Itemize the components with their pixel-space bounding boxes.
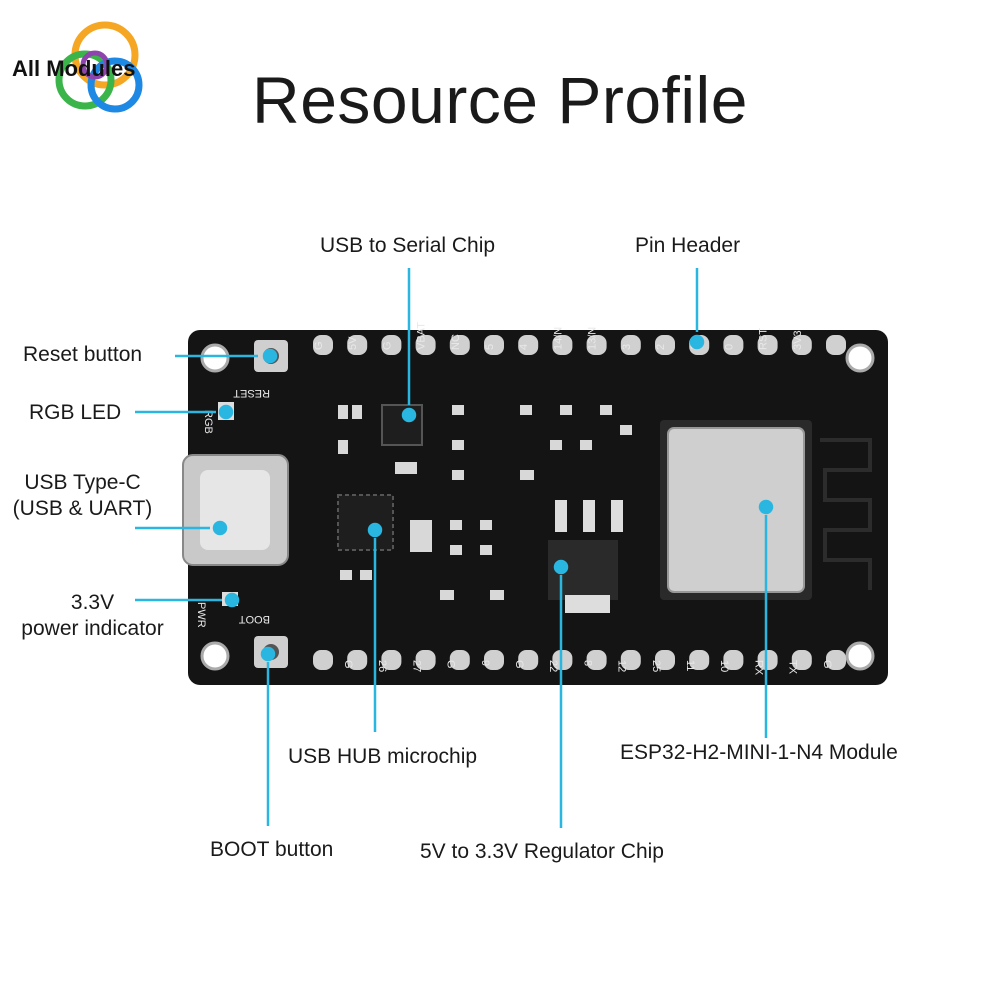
leader-dot-esp [758, 499, 774, 515]
label-usb-hub: USB HUB microchip [288, 745, 478, 768]
label-power-indicator: 3.3V power indicator [0, 590, 185, 642]
top-pin-label: 0 [723, 344, 735, 350]
bottom-pin-label: G [513, 660, 525, 669]
label-usb-serial: USB to Serial Chip [320, 234, 496, 257]
bottom-pin-label: G [821, 660, 833, 669]
top-pin-pad [518, 335, 539, 355]
label-reset-button: Reset button [23, 343, 143, 366]
bottom-pin-pad [484, 650, 504, 670]
top-pin-pad [791, 335, 812, 355]
silk-boot: BOOT [239, 613, 270, 625]
label-power-line2: power indicator [21, 617, 164, 640]
top-pin-label: VBAT [416, 322, 428, 350]
bottom-pin-pad [655, 650, 675, 670]
top-pin-pad [449, 335, 470, 355]
bottom-pin-label: 8 [581, 660, 593, 666]
top-pin-pad [415, 335, 436, 355]
top-pin-label: G [313, 341, 325, 350]
top-pin-pad [655, 335, 675, 355]
top-pin-pad [484, 335, 504, 355]
brand-logo [55, 21, 143, 113]
bottom-pin-label: G [445, 660, 457, 669]
bottom-pin-pad [518, 650, 539, 670]
label-power-line1: 3.3V [70, 591, 115, 614]
label-boot-button: BOOT button [210, 838, 334, 861]
logo-text: All Modules [12, 56, 136, 81]
bottom-pin-label: 27 [410, 660, 422, 672]
leader-dot-boot [260, 646, 276, 662]
bottom-pin-label: 10 [718, 660, 730, 672]
top-pin-pad [313, 335, 333, 355]
top-pin-label: RST [758, 328, 770, 350]
silk-reset: RESET [233, 387, 270, 399]
top-pin-label: 13/N [587, 327, 599, 350]
bottom-pin-pad [381, 650, 402, 670]
top-pin-label: NC [450, 334, 462, 350]
label-pin-header: Pin Header [635, 234, 741, 257]
bottom-pin-label: 22 [547, 660, 559, 672]
bottom-pin-pad [620, 650, 641, 670]
bottom-pin-pad [586, 650, 607, 670]
leader-dot-pin-header [689, 334, 705, 350]
label-regulator: 5V to 3.3V Regulator Chip [420, 840, 664, 863]
top-pin-label: 3V3 [792, 330, 804, 350]
top-pin-label: G [381, 341, 393, 350]
silk-pwr: PWR [195, 602, 207, 628]
top-pin-pad [620, 335, 641, 355]
leader-dot-rgb [218, 404, 234, 420]
top-pin-label: 5 [484, 344, 496, 350]
label-usb-typec-line2: (USB & UART) [12, 497, 153, 520]
bottom-pin-pad [791, 650, 812, 670]
label-rgb-led: RGB LED [29, 401, 122, 424]
top-pin-pad [757, 335, 778, 355]
top-pin-pad [826, 335, 846, 355]
top-pin-pad [723, 335, 744, 355]
bottom-pin-pad [552, 650, 573, 670]
esp-module-can [667, 427, 805, 593]
bottom-pin-label: G [342, 660, 354, 669]
top-pin-label: 2 [655, 344, 667, 350]
top-pin-label: 5V [347, 336, 359, 350]
silk-rgb: RGB [202, 410, 214, 434]
label-esp-module: ESP32-H2-MINI-1-N4 Module [620, 741, 898, 764]
top-pin-label: 3 [621, 344, 633, 350]
pcb-board: G 5V G VBAT NC 5 4 14/N 13/N 3 2 10 RST 3V3 G 26 27 G 9 G 2… [182, 322, 888, 685]
bottom-pin-pad [826, 650, 846, 670]
bottom-pin-pad [689, 650, 710, 670]
top-pin-pad [381, 335, 402, 355]
top-pin-label: 14/N [552, 327, 564, 350]
bottom-pin-label: 11 [684, 660, 696, 671]
leader-dot-hub [367, 522, 383, 538]
bottom-pin-pad [757, 650, 778, 670]
bottom-pin-label: 25 [650, 660, 662, 672]
bottom-pin-pad [347, 650, 368, 670]
label-usb-typec: USB Type-C (USB & UART) [5, 470, 160, 522]
leader-dot-usbc [212, 520, 228, 536]
bottom-pin-pad [313, 650, 333, 670]
bottom-pin-pad [449, 650, 470, 670]
bottom-pin-label: TX [787, 660, 799, 675]
top-pin-label: 4 [518, 344, 530, 350]
leader-dot-pwr [224, 592, 240, 608]
bottom-pin-pad [415, 650, 436, 670]
bottom-pin-label: 26 [376, 660, 388, 672]
top-pin-pad [552, 335, 573, 355]
top-pin-pad [347, 335, 368, 355]
bottom-pin-label: RX [752, 660, 764, 676]
bottom-pin-label: 9 [479, 660, 491, 666]
label-usb-typec-line1: USB Type-C [24, 471, 141, 494]
bottom-pin-label: 12 [616, 660, 628, 672]
leader-dot-reset [262, 348, 278, 364]
page-title: Resource Profile [252, 63, 748, 137]
bottom-pin-pad [723, 650, 744, 670]
leader-dot-regulator [553, 559, 569, 575]
top-pin-pad [586, 335, 607, 355]
leader-dot-usb-serial [401, 407, 417, 423]
